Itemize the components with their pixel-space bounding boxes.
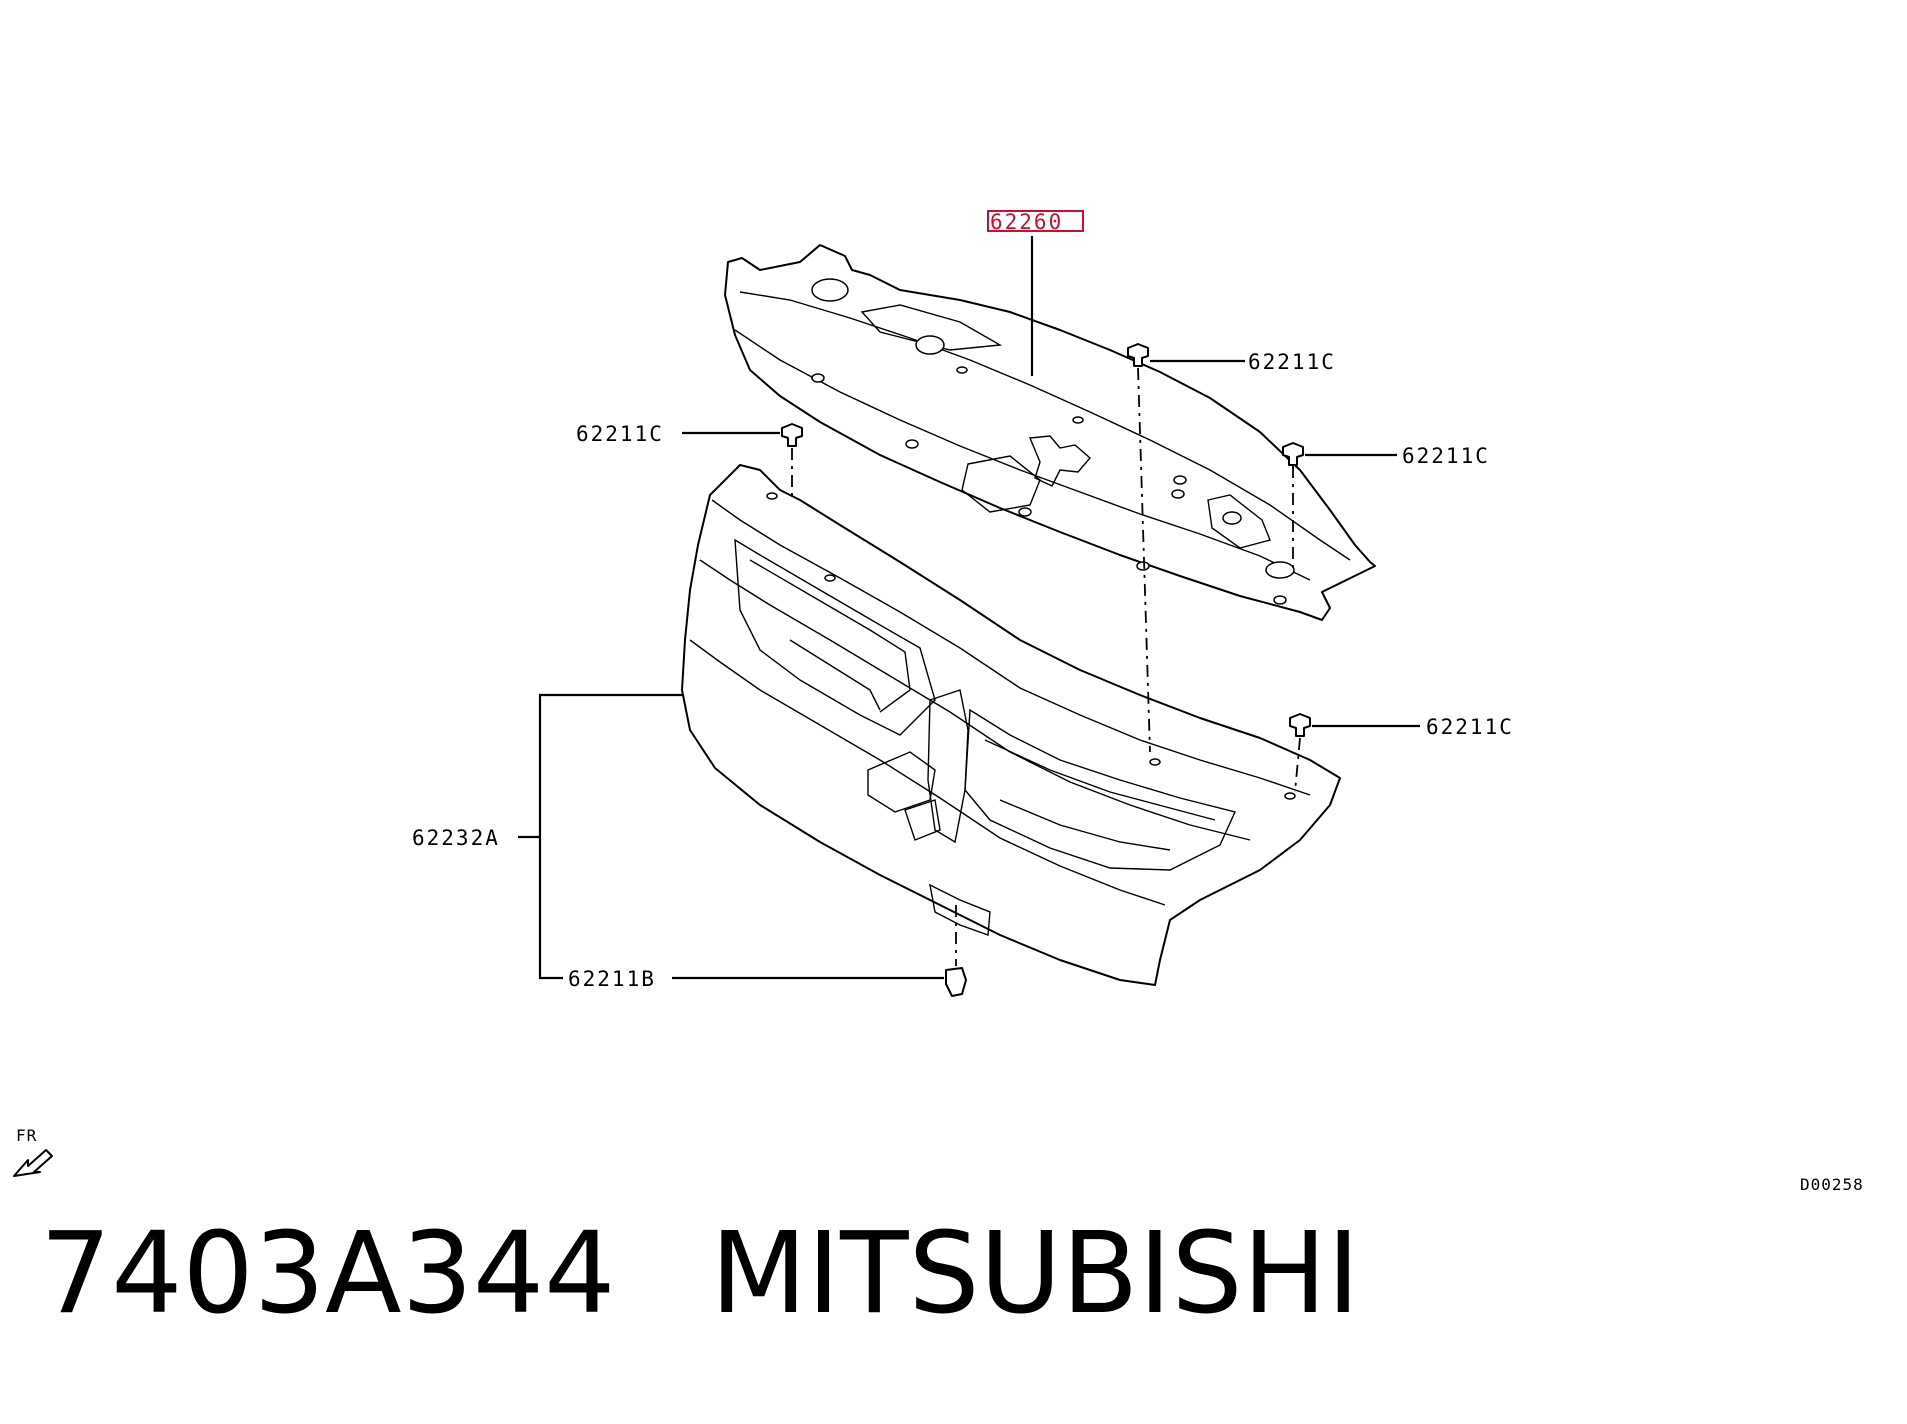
callout-clip-left[interactable]: 62211C [576, 422, 664, 446]
front-arrow-icon [13, 1149, 53, 1177]
callout-grille-assy[interactable]: 62232A [412, 826, 500, 850]
callout-clip-lower-right[interactable]: 62211C [1426, 715, 1514, 739]
upper-cover-panel [724, 244, 1376, 621]
callout-clip-bottom[interactable]: 62211B [568, 967, 656, 991]
leader-bracket-grille [538, 693, 683, 980]
callout-clip-upper-center[interactable]: 62211C [1248, 350, 1336, 374]
alignment-line-lower-right [1294, 737, 1301, 793]
clip-lower-right [1289, 713, 1311, 737]
callout-clip-right[interactable]: 62211C [1402, 444, 1490, 468]
drawing-ref: D00258 [1800, 1175, 1864, 1194]
grille-assembly [681, 464, 1341, 986]
front-indicator: FR [13, 1126, 53, 1177]
callout-main-part[interactable]: 62260 [990, 210, 1063, 234]
alignment-line-upper-center [1137, 367, 1151, 753]
highlight-box [987, 210, 1084, 232]
caption-part-number: 7403A344 [40, 1209, 616, 1339]
clip-upper-center [1127, 343, 1149, 367]
clip-left [781, 423, 803, 447]
clip-right [1282, 442, 1304, 466]
caption-brand: MITSUBISHI [710, 1209, 1360, 1339]
front-indicator-label: FR [16, 1126, 37, 1145]
clip-bottom [945, 967, 967, 997]
